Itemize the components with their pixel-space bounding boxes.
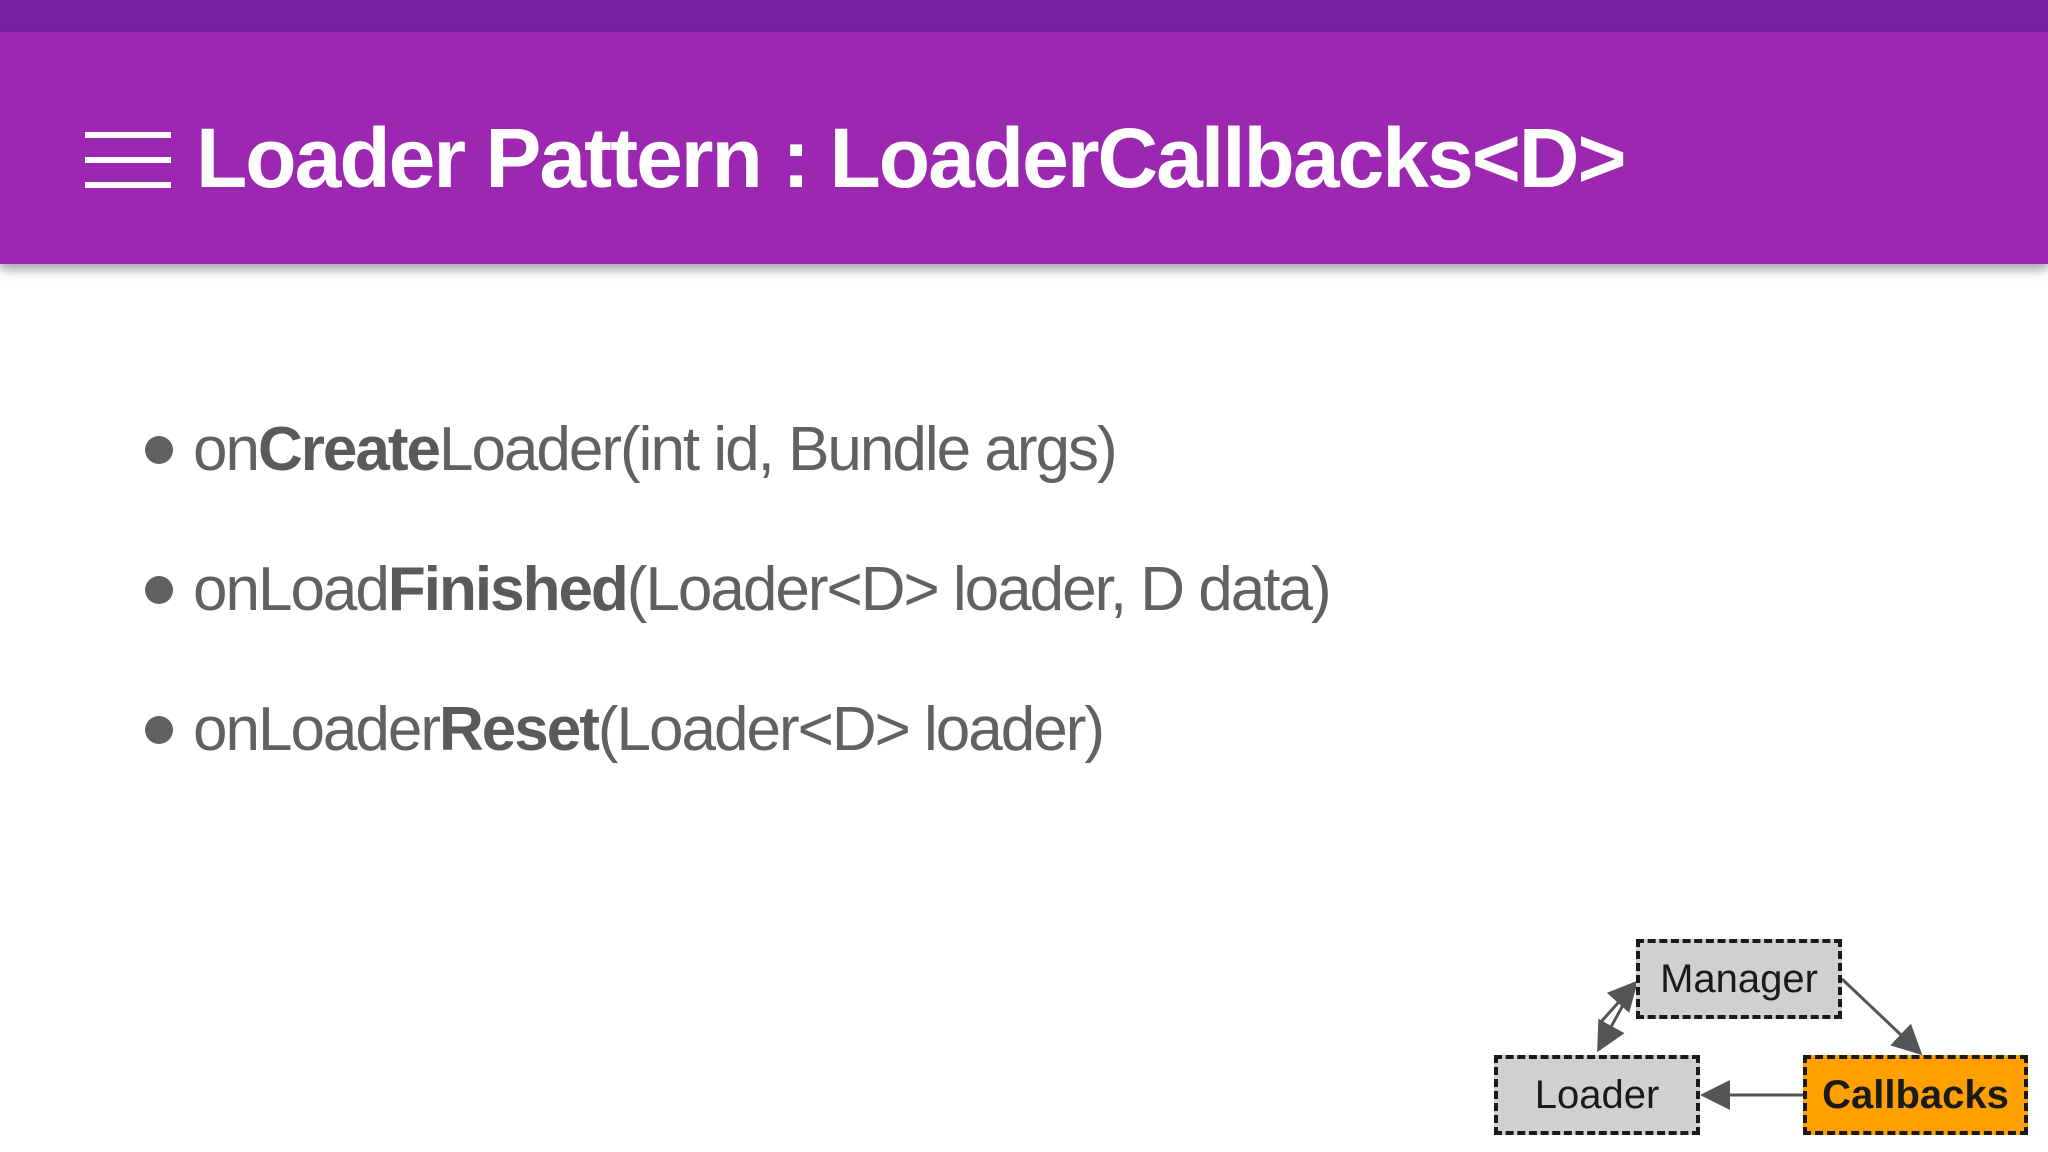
list-item: onLoaderReset(Loader<D> loader) [145, 690, 1330, 830]
bullet-suffix: (Loader<D> loader, D data) [626, 555, 1332, 624]
bullet-bold: Finished [387, 555, 629, 624]
arrow-manager-to-loader [1597, 984, 1636, 1053]
list-item: onCreateLoader(int id, Bundle args) [145, 410, 1330, 550]
diagram-arrows [1597, 977, 1923, 1110]
bullet-prefix: onLoad [193, 555, 390, 624]
page-title: Loader Pattern : LoaderCallbacks<D> [196, 111, 1627, 205]
bullet-icon [145, 575, 173, 604]
loader-node: Loader [1494, 1055, 1700, 1135]
loader-diagram: Manager Loader Callbacks [1490, 935, 2048, 1152]
bullet-icon [145, 715, 173, 744]
bullet-bold: Create [257, 415, 441, 484]
bullet-list: onCreateLoader(int id, Bundle args) onLo… [145, 410, 1332, 830]
bullet-suffix: Loader(int id, Bundle args) [438, 415, 1118, 484]
list-item: onLoadFinished(Loader<D> loader, D data) [145, 550, 1332, 690]
bullet-bold: Reset [439, 695, 600, 764]
bullet-icon [145, 435, 173, 464]
menu-icon-line [85, 182, 171, 188]
arrow-loader-to-manager [1598, 980, 1639, 1025]
hamburger-menu-icon[interactable] [85, 132, 171, 188]
bullet-prefix: onLoader [193, 695, 441, 764]
callbacks-node: Callbacks [1803, 1055, 2028, 1135]
menu-icon-line [85, 132, 171, 138]
menu-icon-line [85, 157, 171, 163]
app-bar: Loader Pattern : LoaderCallbacks<D> [0, 32, 2048, 264]
status-bar [0, 0, 2048, 32]
bullet-prefix: on [193, 415, 260, 484]
manager-node: Manager [1636, 939, 1842, 1019]
bullet-suffix: (Loader<D> loader) [597, 695, 1105, 764]
arrow-manager-to-callbacks [1840, 977, 1923, 1056]
